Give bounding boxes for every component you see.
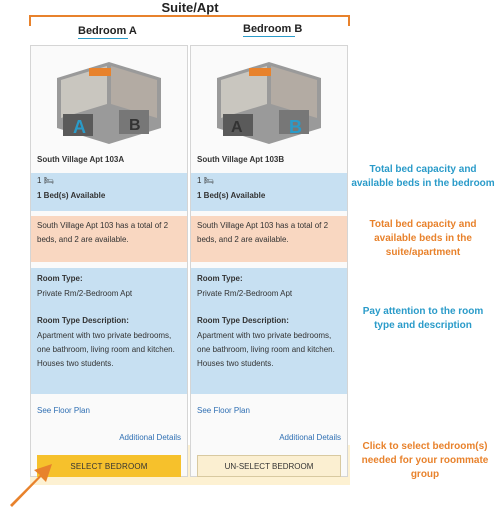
suite-summary: South Village Apt 103 has a total of 2 b… xyxy=(37,221,169,244)
room-type-desc: Apartment with two private bedrooms, one… xyxy=(197,331,335,368)
bed-count: 1 xyxy=(37,176,42,185)
beds-available: 1 Bed(s) Available xyxy=(37,191,106,200)
see-floor-plan-link[interactable]: See Floor Plan xyxy=(197,406,250,415)
pointer-arrow-icon xyxy=(10,464,52,507)
room-type: Private Rm/2-Bedroom Apt xyxy=(197,289,293,298)
room-type-desc-heading: Room Type Description: xyxy=(197,316,289,325)
room-type-heading: Room Type: xyxy=(37,274,83,283)
svg-text:B: B xyxy=(129,117,141,134)
bed-capacity-section: 1 🛏 1 Bed(s) Available xyxy=(31,173,187,211)
see-floor-plan-link[interactable]: See Floor Plan xyxy=(37,406,90,415)
note-room-type: Pay attention to the room type and descr… xyxy=(362,306,484,331)
room-card-a: A B South Village Apt 103A 1 🛏 1 Bed(s) … xyxy=(30,45,188,477)
room-type-heading: Room Type: xyxy=(197,274,243,283)
note-suite-capacity: Total bed capacity and available beds in… xyxy=(369,219,477,258)
select-bedroom-button[interactable]: SELECT BEDROOM xyxy=(37,455,181,477)
room-type-desc-heading: Room Type Description: xyxy=(37,316,129,325)
floor-plan-image[interactable]: A B xyxy=(209,58,329,148)
unselect-bedroom-button[interactable]: UN-SELECT BEDROOM xyxy=(197,455,341,477)
bedroom-b-underline xyxy=(243,36,295,37)
suite-summary-section: South Village Apt 103 has a total of 2 b… xyxy=(31,216,187,262)
suite-summary-section: South Village Apt 103 has a total of 2 b… xyxy=(191,216,347,262)
room-type-desc: Apartment with two private bedrooms, one… xyxy=(37,331,175,368)
svg-text:B: B xyxy=(289,117,302,137)
bed-icon: 🛏 xyxy=(203,176,214,185)
additional-details-link[interactable]: Additional Details xyxy=(279,433,341,442)
bedroom-b-label: Bedroom B xyxy=(243,23,303,35)
room-type-section: Room Type: Private Rm/2-Bedroom Apt Room… xyxy=(31,268,187,394)
svg-text:A: A xyxy=(231,119,243,136)
bed-count: 1 xyxy=(197,176,202,185)
suite-label: Suite/Apt xyxy=(161,0,219,15)
bedroom-a-underline xyxy=(78,38,128,39)
additional-details-link[interactable]: Additional Details xyxy=(119,433,181,442)
bed-capacity-section: 1 🛏 1 Bed(s) Available xyxy=(191,173,347,211)
note-select: Click to select bedroom(s) needed for yo… xyxy=(361,441,489,480)
room-type-section: Room Type: Private Rm/2-Bedroom Apt Room… xyxy=(191,268,347,394)
room-card-b: A B South Village Apt 103B 1 🛏 1 Bed(s) … xyxy=(190,45,348,477)
bed-icon: 🛏 xyxy=(43,176,54,185)
suite-summary: South Village Apt 103 has a total of 2 b… xyxy=(197,221,329,244)
svg-text:A: A xyxy=(73,117,86,137)
suite-bracket xyxy=(29,15,350,26)
room-name: South Village Apt 103A xyxy=(37,155,125,164)
beds-available: 1 Bed(s) Available xyxy=(197,191,266,200)
room-type: Private Rm/2-Bedroom Apt xyxy=(37,289,133,298)
floor-plan-image[interactable]: A B xyxy=(49,58,169,148)
room-name: South Village Apt 103B xyxy=(197,155,285,164)
note-bedroom-capacity: Total bed capacity and available beds in… xyxy=(351,164,495,189)
bedroom-a-label: Bedroom A xyxy=(78,25,137,37)
